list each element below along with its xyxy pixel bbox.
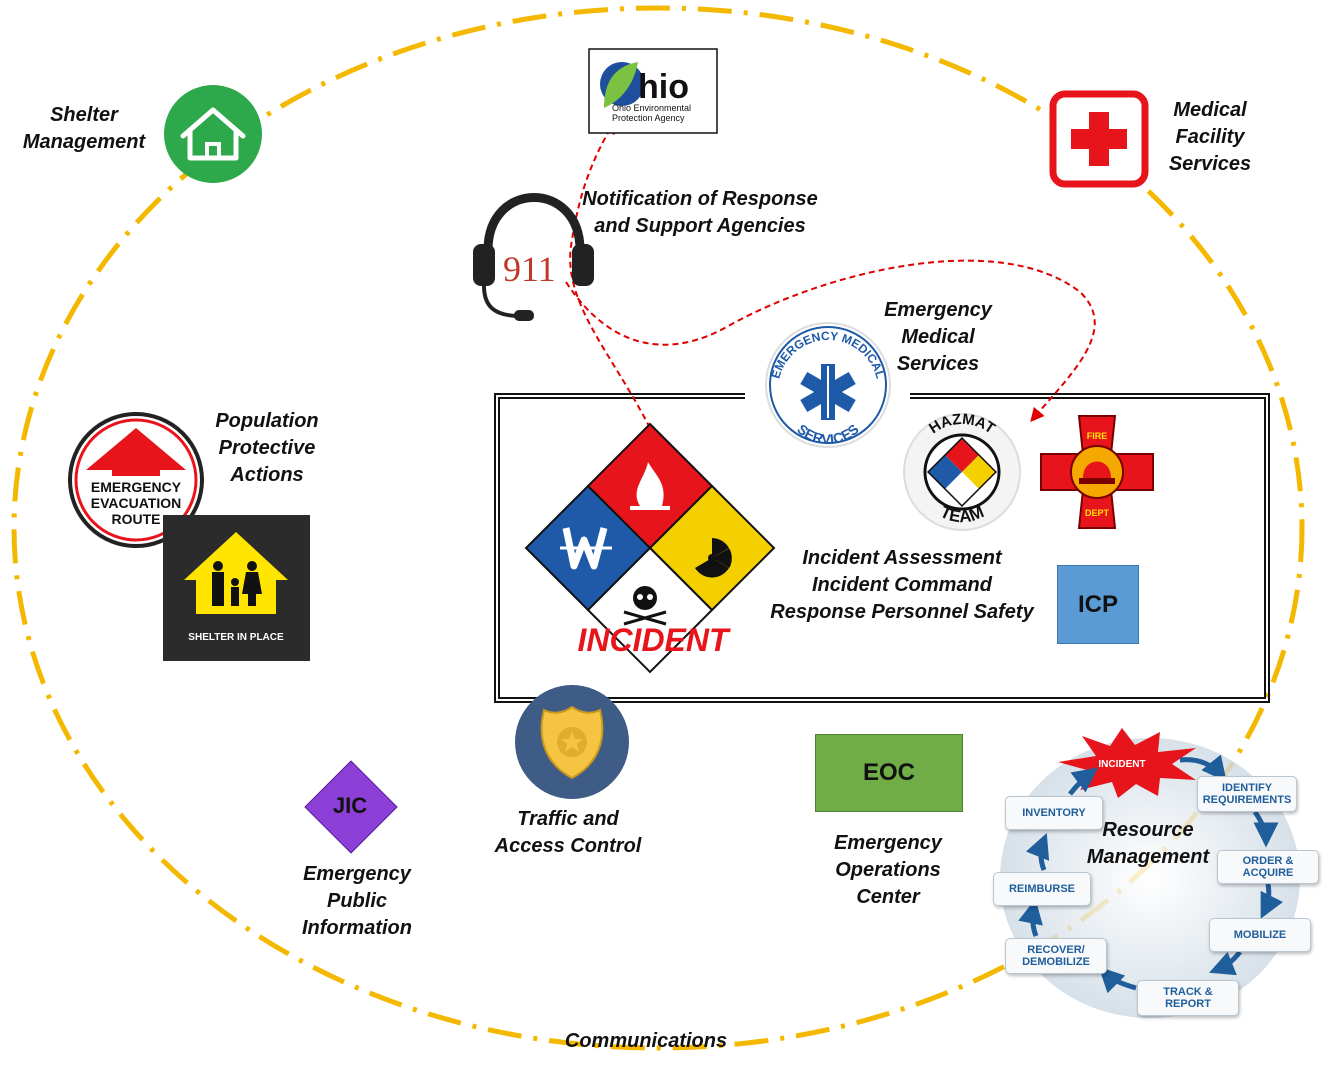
resource-step-label: ACQUIRE [1242,867,1294,879]
communications-ring [11,5,1305,1051]
icp-box: ICP [1057,565,1139,644]
resource-step-label: MOBILIZE [1233,929,1287,941]
resource-step-label: IDENTIFY [1221,782,1273,794]
ems-star-of-life-badge [765,322,891,448]
resource-step-label: TRACK & [1163,986,1213,998]
resource-step: INVENTORY [1005,796,1103,830]
medical-cross-icon [1049,90,1149,188]
resource-step: TRACK &REPORT [1137,980,1239,1016]
jic-label: JIC [332,793,368,818]
resource-step: MOBILIZE [1209,918,1311,952]
ohio-epa-logo [588,48,718,134]
resource-step: ORDER &ACQUIRE [1217,850,1319,884]
house-icon [164,85,262,183]
police-badge-icon [515,685,629,799]
resource-step-label: REPORT [1165,998,1211,1010]
notify-arrow-ohio [569,119,651,429]
resource-step-label: REIMBURSE [1008,883,1075,895]
evacuation-route-sign [68,412,204,548]
resource-step: RECOVER/DEMOBILIZE [1005,938,1107,974]
hazard-diamond-icon [524,422,776,674]
resource-step-label: RECOVER/ [1027,944,1085,956]
incident-title: INCIDENT [577,622,729,658]
shelter-in-place-sign [163,515,310,661]
resource-step-label: DEMOBILIZE [1022,956,1090,968]
eoc-box: EOC [815,734,963,812]
resource-step: REIMBURSE [993,872,1091,906]
resource-step-label: ORDER & [1242,855,1294,867]
headset-911-icon [473,193,594,321]
notify-arrow-response [565,259,1096,423]
hazmat-team-badge [903,413,1021,531]
fire-dept-maltese-cross [1040,415,1154,529]
resource-step-label: REQUIREMENTS [1202,794,1292,806]
resource-step-label: INVENTORY [1022,807,1086,819]
label-communications: Communications [564,1030,728,1052]
